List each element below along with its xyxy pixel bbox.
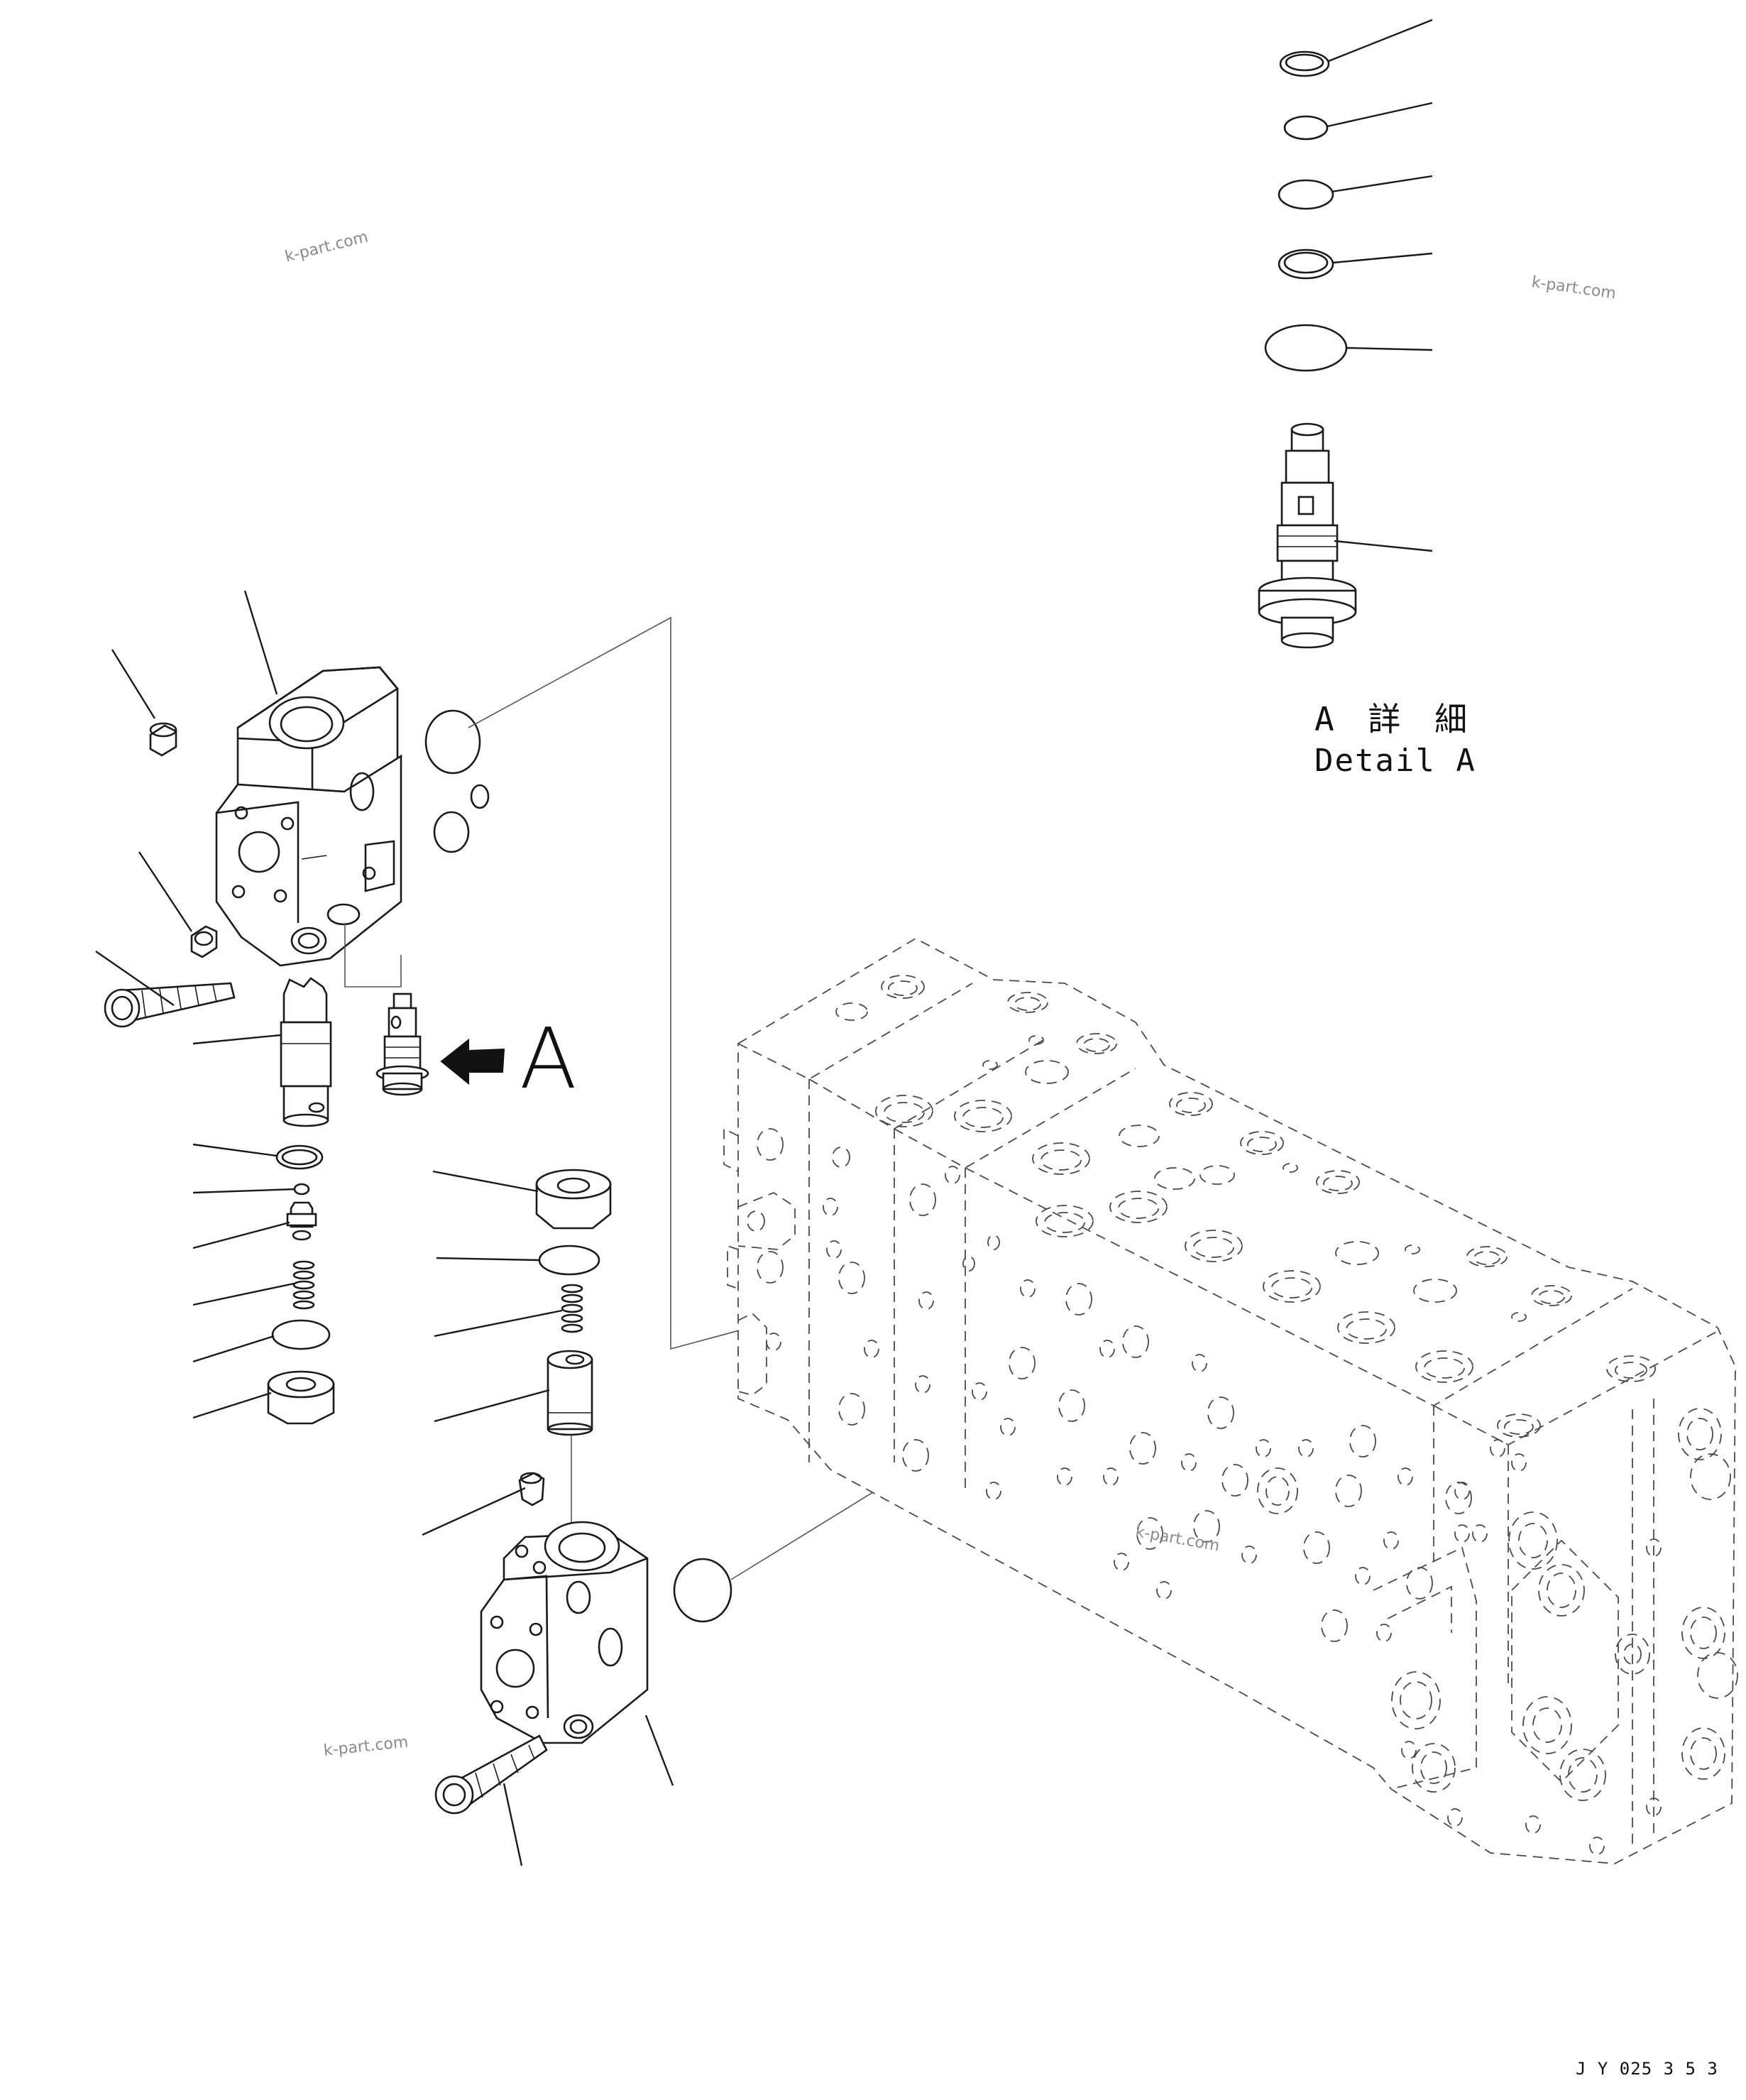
bracket-line xyxy=(344,923,402,988)
plug-lower xyxy=(190,925,218,958)
valve-spool xyxy=(280,977,332,1127)
o-ring-3 xyxy=(1264,324,1348,372)
detail-a-group xyxy=(1258,18,1433,649)
o-ring-body xyxy=(673,1558,732,1623)
upper-body-seals xyxy=(424,616,764,1350)
detail-caption-en: Detail A xyxy=(1314,743,1476,779)
o-ring-1 xyxy=(1283,115,1329,141)
leader-lines-detail xyxy=(1327,18,1433,552)
plug-lower-body xyxy=(518,1472,545,1506)
lower-valve-body xyxy=(480,1521,649,1744)
leader-lines-main xyxy=(95,590,674,1866)
relief-valve-cartridge xyxy=(375,992,429,1096)
view-arrow xyxy=(440,1038,505,1085)
socket-bolt-lower xyxy=(434,1734,548,1815)
upper-valve-body xyxy=(215,666,402,967)
relief-valve-cartridge-detail xyxy=(1258,422,1357,649)
left-column-parts xyxy=(267,1144,335,1425)
right-column-parts xyxy=(535,1169,612,1533)
control-valve-block xyxy=(723,937,1738,1864)
backup-ring-2 xyxy=(1278,248,1334,280)
socket-bolt-upper xyxy=(104,982,236,1028)
o-ring-2 xyxy=(1278,179,1334,210)
view-label-a: A xyxy=(520,1010,577,1108)
backup-ring-1 xyxy=(1279,50,1330,77)
detail-caption-jp: A 詳 細 xyxy=(1314,700,1475,738)
drawing-code: J Y 025 3 5 3 xyxy=(1576,2059,1718,2079)
plug-upper xyxy=(149,722,177,757)
